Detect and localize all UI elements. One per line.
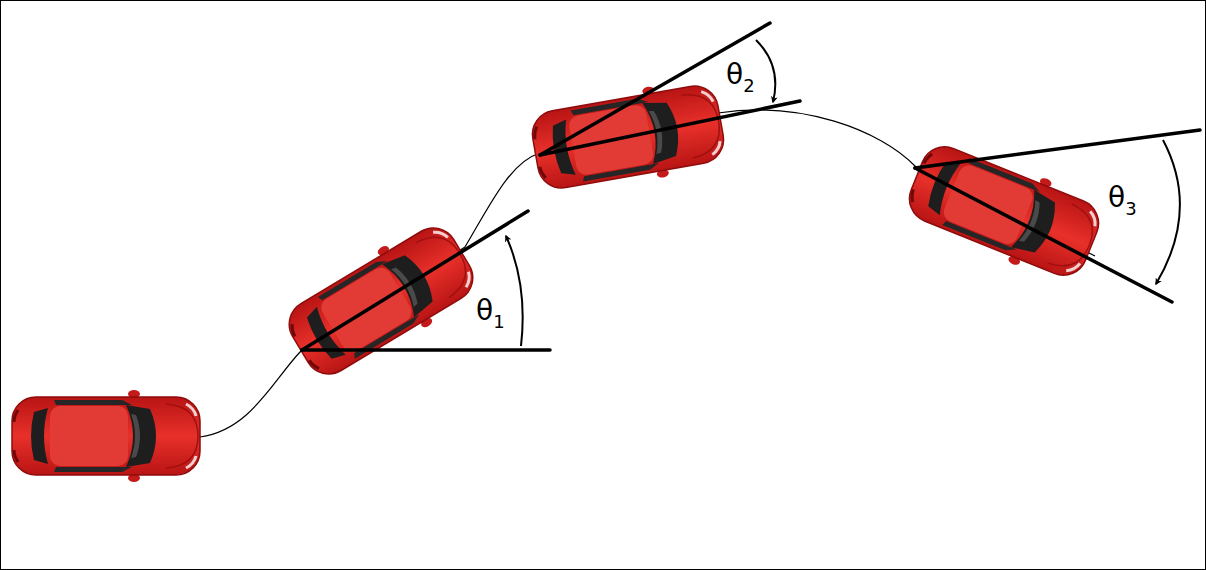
angle-label: θ3 — [1106, 183, 1139, 213]
angle-arcs — [506, 40, 1180, 346]
angle-label: θ2 — [724, 60, 757, 90]
car — [12, 390, 200, 482]
angle-label: θ1 — [474, 296, 507, 326]
angle-lines — [302, 23, 1200, 350]
